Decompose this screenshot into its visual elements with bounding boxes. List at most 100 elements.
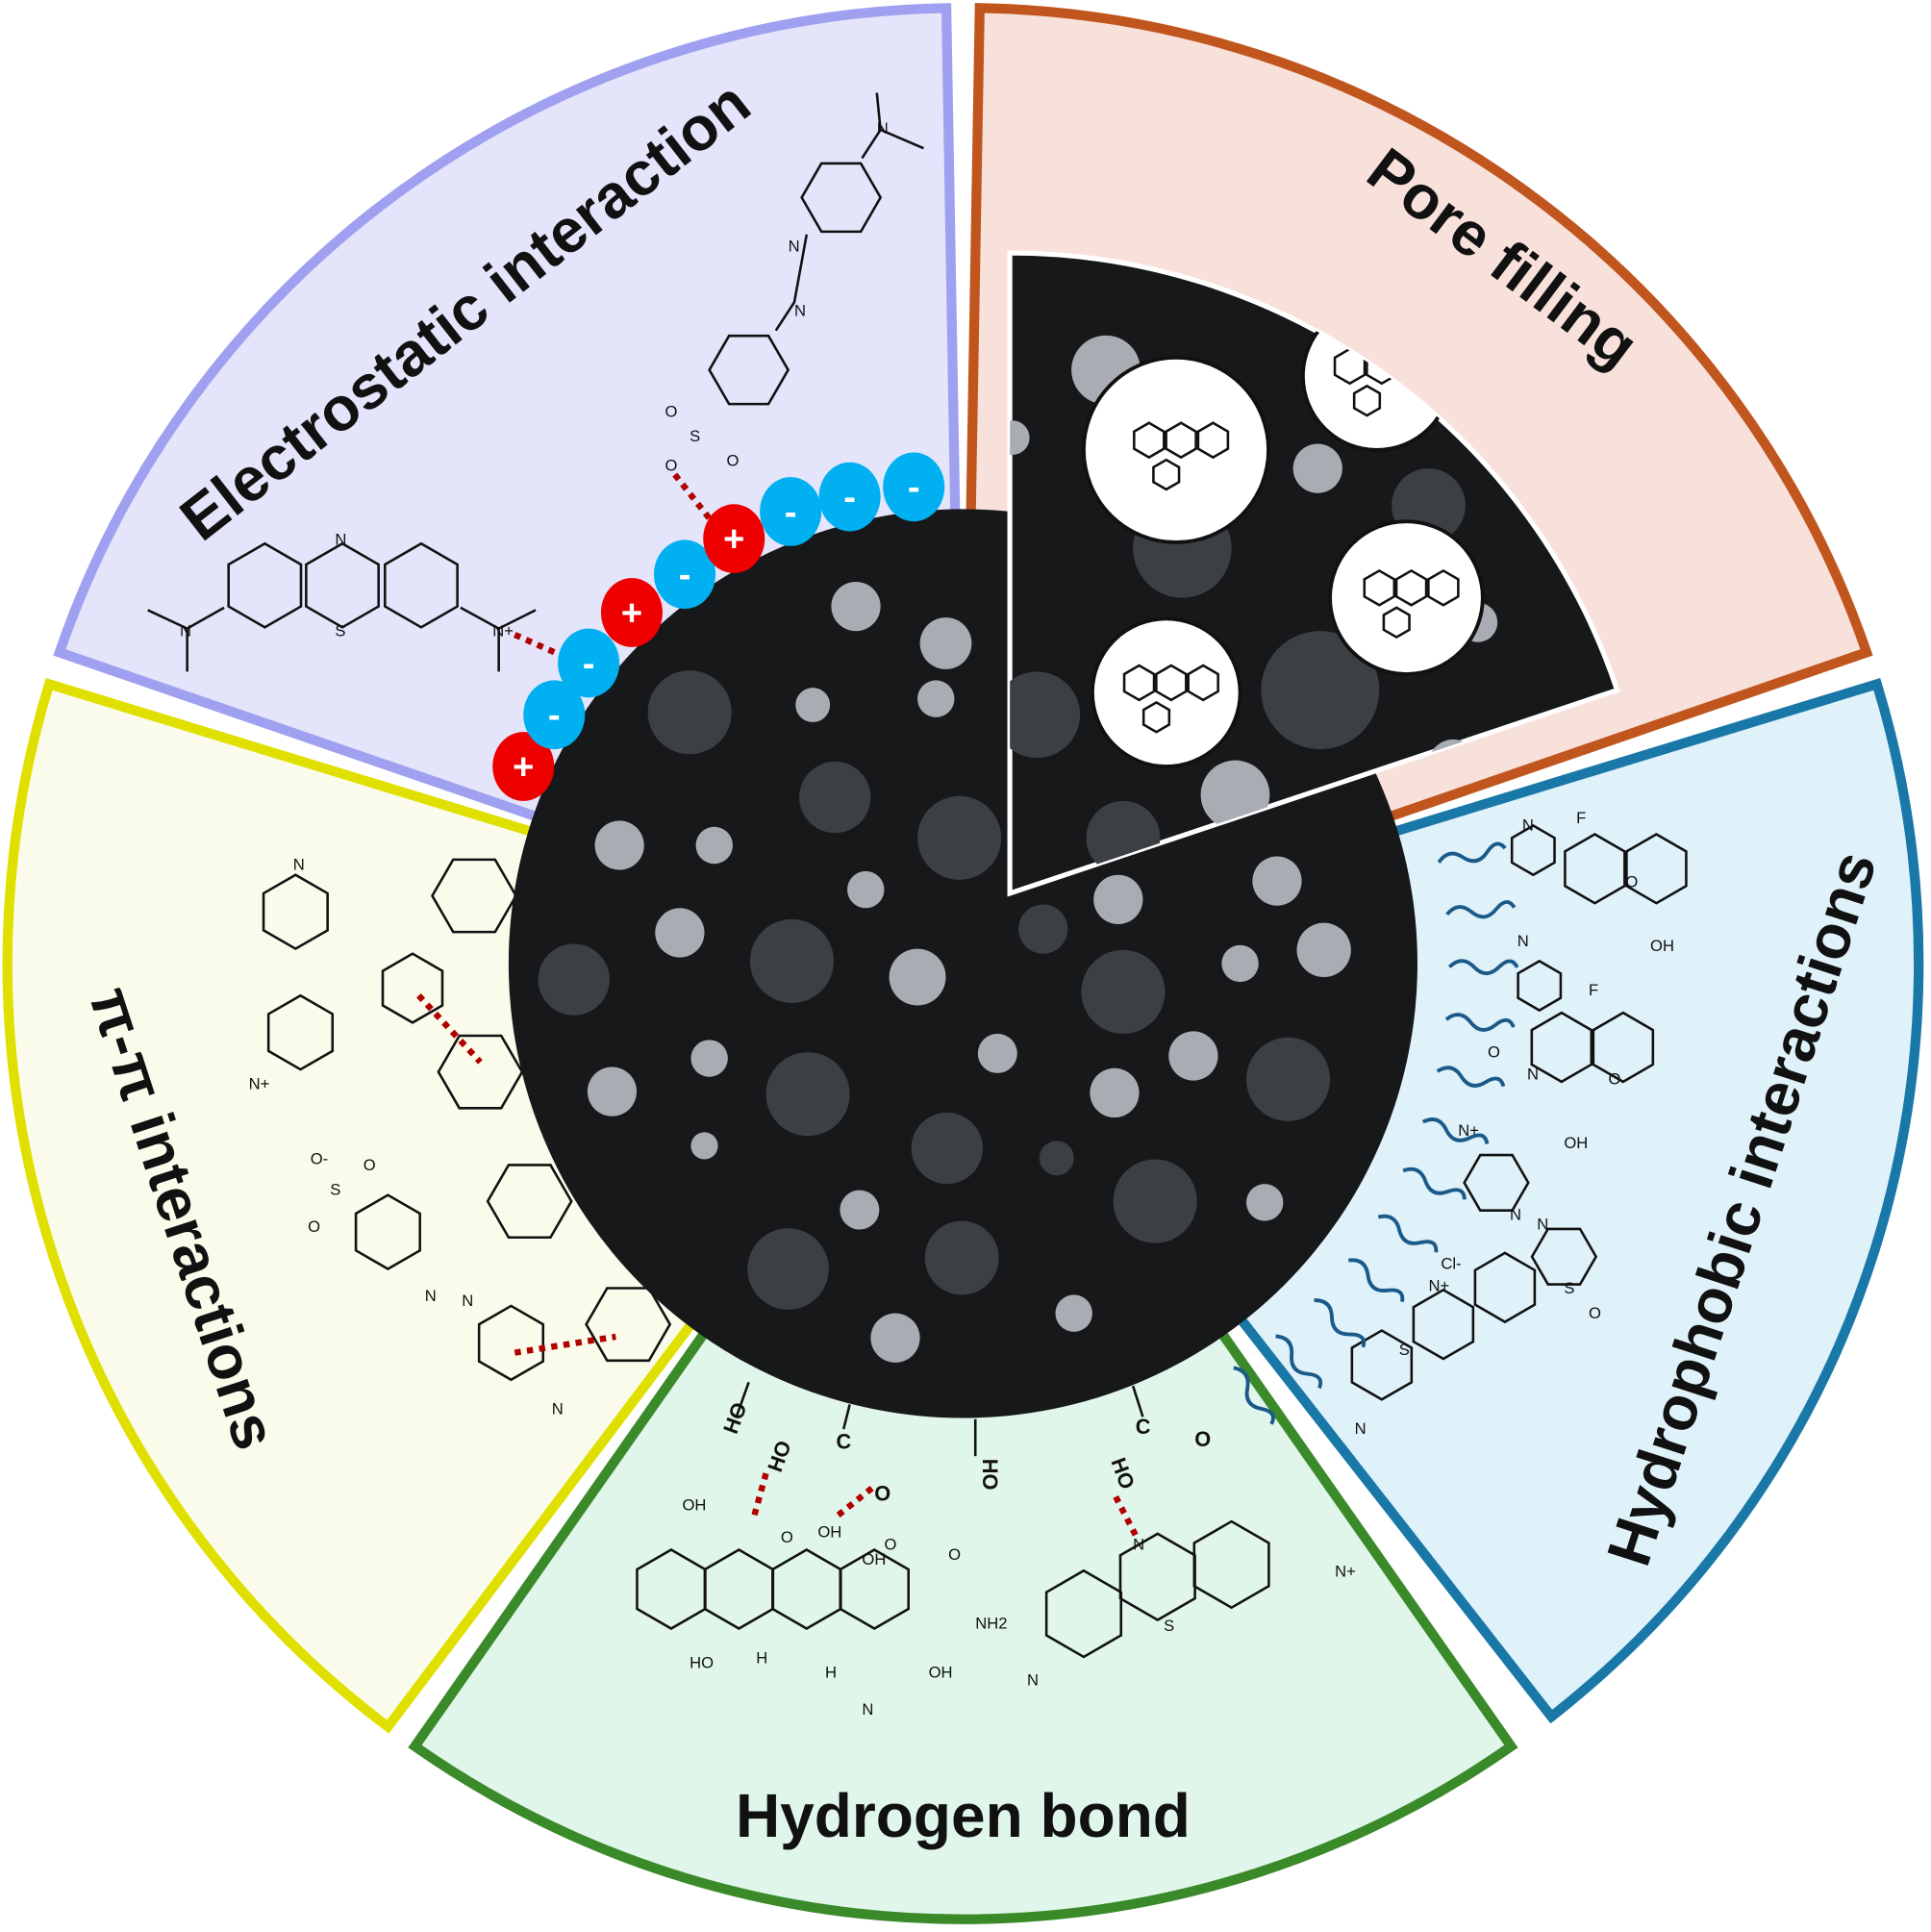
negative-charge: - — [818, 462, 881, 532]
positive-charge: + — [492, 732, 555, 801]
aromatic-ring — [1155, 664, 1188, 702]
atom-label: N — [1522, 816, 1534, 835]
pore — [911, 1112, 983, 1185]
aromatic-ring — [1530, 1227, 1598, 1286]
aromatic-ring — [1187, 664, 1219, 702]
molecule-structures — [147, 92, 1688, 1659]
positive-charge: + — [703, 504, 765, 573]
label-hydrogen-bond: Hydrogen bond — [736, 1781, 1191, 1850]
atom-labels-electrostatic: N S N+ N S O O O N N N — [180, 119, 889, 640]
aromatic-ring — [1196, 421, 1230, 460]
pore — [919, 617, 972, 669]
pore — [765, 1052, 850, 1137]
atom-label: N — [1355, 1419, 1367, 1438]
wave-line — [1348, 1258, 1405, 1302]
aromatic-ring — [1141, 700, 1171, 734]
charge-sign: + — [621, 592, 642, 634]
positive-charge: + — [600, 578, 663, 647]
wave-line — [1444, 1013, 1516, 1032]
atom-label: N — [1133, 1536, 1144, 1554]
charge-sign: - — [843, 476, 856, 517]
atom-label: N+ — [249, 1075, 270, 1093]
trapped-molecule-circle — [1328, 519, 1485, 676]
sector-hydrogen-bond — [408, 955, 1518, 1924]
pore — [1245, 1184, 1284, 1221]
pore — [749, 918, 834, 1003]
charge-bead — [654, 539, 716, 610]
atom-label: N — [1510, 1205, 1521, 1223]
atom-label: O — [884, 1536, 896, 1554]
atom-label: N — [1537, 1216, 1548, 1234]
wave-line — [1447, 959, 1519, 976]
charge-bead — [600, 578, 663, 647]
aromatic-ring — [1165, 421, 1197, 460]
negative-charge: - — [523, 680, 586, 750]
charge-sign: + — [723, 518, 744, 560]
aromatic-ring — [1473, 1251, 1537, 1324]
atom-label: O — [1488, 1042, 1500, 1061]
pi-stacking-line — [416, 993, 483, 1065]
atom-label: OH — [929, 1664, 953, 1682]
aromatic-ring — [1463, 1153, 1530, 1212]
atom-label: OH — [682, 1496, 706, 1515]
pore — [647, 670, 732, 755]
pore — [917, 680, 955, 717]
atom-label: O — [1589, 1304, 1601, 1322]
charge-bead — [492, 732, 555, 801]
atom-label: F — [1576, 809, 1586, 827]
pore — [799, 761, 871, 834]
pore — [840, 1190, 880, 1230]
atom-label: S — [1164, 1617, 1174, 1635]
atom-labels-pi-pi: N N+ S O O O- N N N — [249, 856, 564, 1418]
aromatic-ring — [1122, 664, 1156, 702]
aromatic-ring — [1530, 1011, 1593, 1084]
pore — [1113, 1159, 1197, 1243]
pore — [977, 1033, 1017, 1073]
pore — [594, 820, 644, 870]
pore — [538, 943, 610, 1016]
pore — [1010, 420, 1030, 456]
pore — [1200, 760, 1270, 830]
aromatic-ring — [1363, 568, 1396, 607]
surface-charges: +--+-+--- — [492, 452, 945, 801]
atom-labels-hydrophobic: N F O OH N O F N O OH N+ N N S O Cl- N+ … — [1355, 809, 1674, 1438]
aromatic-ring — [1564, 832, 1626, 905]
atom-label: O — [781, 1528, 793, 1546]
aromatic-ring — [1394, 568, 1428, 607]
atom-label: N — [877, 119, 889, 138]
aromatic-ring — [1592, 1011, 1655, 1084]
pore — [1261, 631, 1380, 750]
charge-sign: - — [679, 554, 691, 595]
pore — [690, 1132, 718, 1160]
atom-label: N+ — [1335, 1563, 1356, 1581]
charge-bead — [760, 477, 822, 546]
pore — [1221, 944, 1259, 983]
atom-label: N — [180, 621, 191, 640]
aromatic-ring — [381, 952, 444, 1024]
aromatic-ring — [1382, 606, 1411, 640]
wave-line — [1377, 1214, 1439, 1253]
interaction-lines — [416, 472, 1139, 1537]
trapped-molecule-circle — [1082, 355, 1270, 544]
aromatic-ring — [384, 541, 459, 629]
aromatic-ring — [1133, 421, 1166, 460]
atom-label: O — [364, 1156, 376, 1174]
aromatic-ring — [477, 1304, 545, 1382]
negative-charge: - — [883, 452, 945, 522]
aromatic-ring — [354, 1193, 421, 1271]
surface-groups — [735, 1381, 1144, 1457]
atom-label: F — [1589, 981, 1598, 999]
atom-label: O — [308, 1217, 320, 1236]
pore — [1168, 1031, 1218, 1081]
atom-label: N — [425, 1287, 437, 1305]
atom-label: S — [690, 427, 700, 445]
pi-stacking-line — [514, 1333, 616, 1356]
aromatic-ring — [437, 1034, 524, 1110]
pore — [795, 688, 831, 722]
pore — [1292, 443, 1342, 493]
hydrogen-bond-line — [750, 1472, 769, 1519]
wave-line — [1314, 1298, 1367, 1348]
pore — [1018, 904, 1068, 954]
atom-label: OH — [862, 1550, 886, 1568]
atom-label: N — [552, 1400, 564, 1418]
